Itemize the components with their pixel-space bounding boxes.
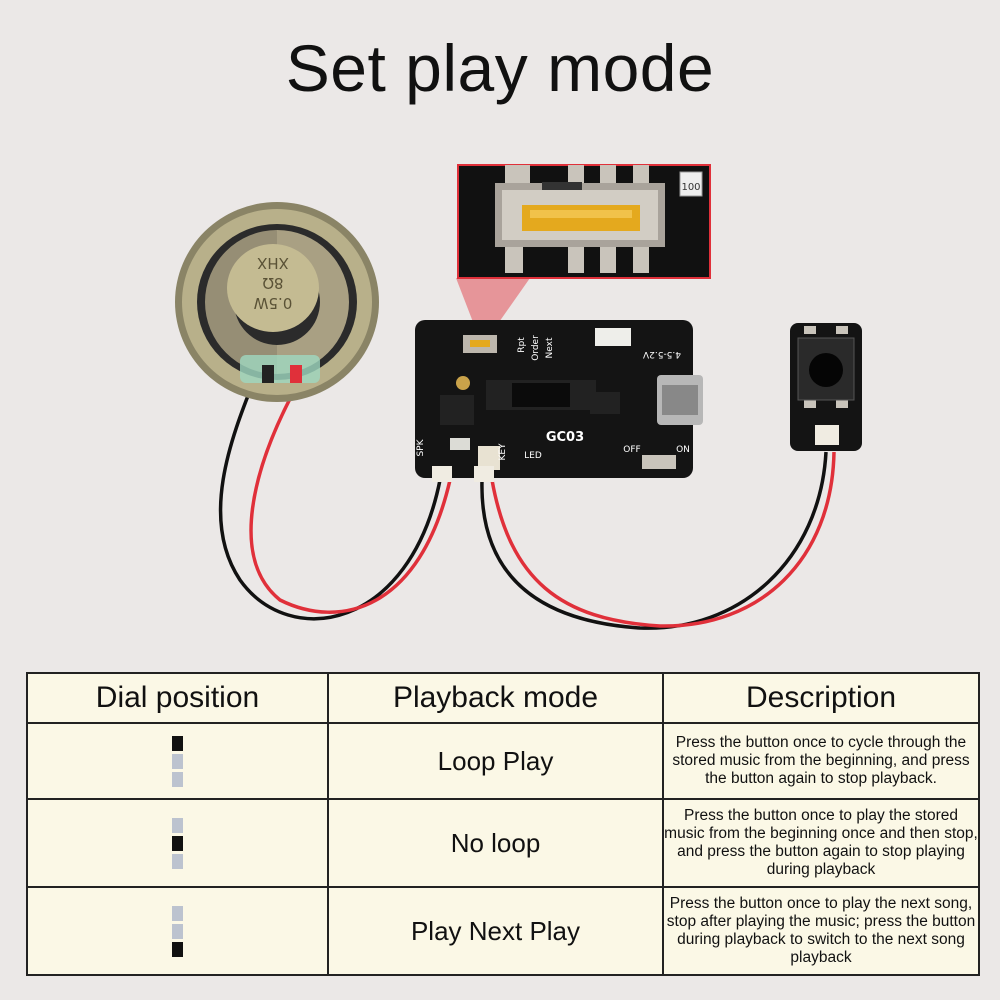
speaker-marking-2: 8Ω — [262, 274, 283, 292]
table-row: No loop Press the button once to play th… — [26, 798, 980, 888]
label-order: Order — [531, 335, 541, 361]
table-row: Loop Play Press the button once to cycle… — [26, 722, 980, 800]
playback-mode-cell: No loop — [327, 798, 664, 888]
label-spk: SPK — [416, 438, 426, 456]
chip-marking: 100 — [681, 182, 700, 193]
description-cell: Press the button once to play the stored… — [662, 798, 980, 888]
button-wires — [480, 451, 836, 630]
dial-segment-active — [172, 835, 183, 851]
product-illustration: 0.5W 8Ω XHX 100 — [0, 150, 1000, 660]
dial-segment — [172, 853, 183, 869]
dial-cell — [26, 722, 329, 800]
speaker-marking-3: XHX — [257, 254, 289, 272]
header-description: Description — [662, 672, 980, 724]
dial-position-indicator — [172, 817, 183, 869]
page-title: Set play mode — [285, 31, 715, 105]
playback-mode-cell: Loop Play — [327, 722, 664, 800]
dial-segment — [172, 817, 183, 833]
dial-cell — [26, 798, 329, 888]
dial-segment — [172, 753, 183, 769]
push-button-module — [790, 323, 862, 451]
dial-segment-active — [172, 941, 183, 957]
dial-segment — [172, 923, 183, 939]
dial-cell — [26, 886, 329, 976]
dial-segment — [172, 771, 183, 787]
speaker: 0.5W 8Ω XHX — [175, 202, 379, 402]
speaker-marking-1: 0.5W — [253, 294, 292, 312]
zoom-callout: 100 — [456, 164, 711, 335]
label-led: LED — [524, 451, 542, 461]
label-rpt: Rpt — [517, 337, 527, 353]
play-mode-table: Dial position Playback mode Description … — [26, 672, 980, 976]
dial-position-indicator — [172, 735, 183, 787]
table-header-row: Dial position Playback mode Description — [26, 672, 980, 724]
speaker-wires — [218, 377, 452, 621]
header-playback-mode: Playback mode — [327, 672, 664, 724]
table-row: Play Next Play Press the button once to … — [26, 886, 980, 976]
label-off: OFF — [623, 445, 640, 455]
dial-position-indicator — [172, 905, 183, 957]
label-next: Next — [545, 337, 555, 358]
label-voltage: 4.5-5.2V — [642, 349, 681, 359]
dial-segment — [172, 905, 183, 921]
description-cell: Press the button once to cycle through t… — [662, 722, 980, 800]
dial-segment-active — [172, 735, 183, 751]
label-model: GC03 — [546, 430, 584, 445]
label-on: ON — [676, 445, 690, 455]
playback-mode-cell: Play Next Play — [327, 886, 664, 976]
description-cell: Press the button once to play the next s… — [662, 886, 980, 976]
header-dial-position: Dial position — [26, 672, 329, 724]
gc03-board: Rpt Order Next 4.5-5.2V GC03 SPK KEY LED… — [415, 320, 703, 482]
label-key: KEY — [498, 443, 508, 461]
